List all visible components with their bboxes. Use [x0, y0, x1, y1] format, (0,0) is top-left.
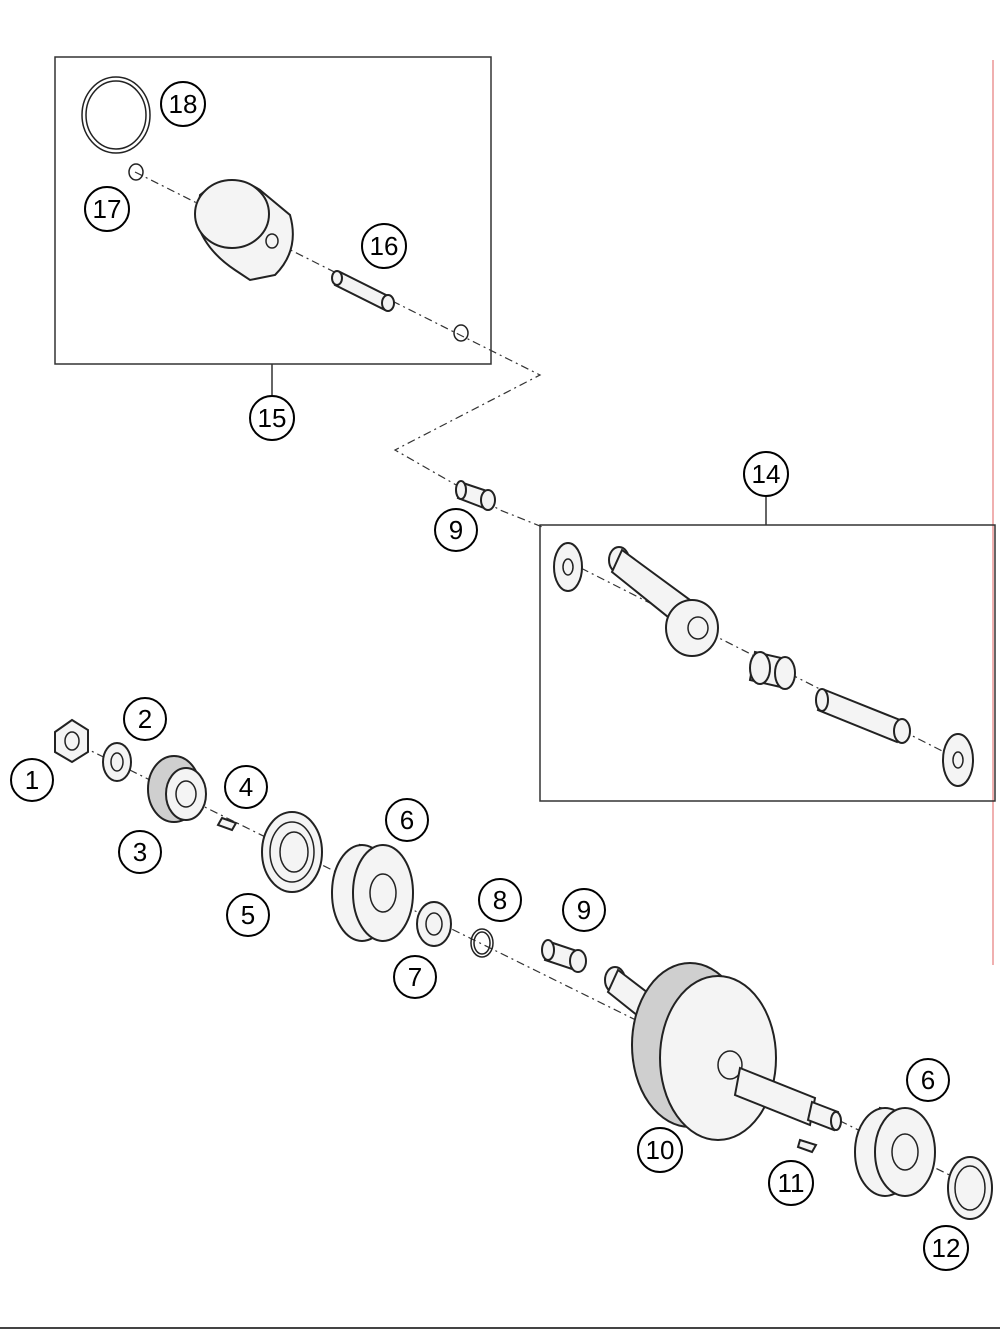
piston-pin-part [331, 270, 395, 312]
circlip-part [128, 163, 144, 181]
callout-16: 16 [361, 223, 407, 269]
callout-10-label: 10 [646, 1135, 675, 1165]
callout-5: 5 [226, 893, 270, 937]
callout-7-label: 7 [408, 962, 422, 992]
callout-17-label: 17 [93, 194, 122, 224]
callout-5-label: 5 [241, 900, 255, 930]
callout-4-label: 4 [239, 772, 253, 802]
ball-bearing-left-part [331, 843, 414, 942]
callout-9-upper-label: 9 [449, 515, 463, 545]
circlip-right-part [453, 324, 469, 342]
callout-14-label: 14 [752, 459, 781, 489]
callout-3-label: 3 [133, 837, 147, 867]
thrust-washer-right-part [942, 733, 974, 787]
piston-part [194, 179, 294, 282]
callout-18: 18 [160, 81, 206, 127]
callout-4: 4 [224, 765, 268, 809]
gear-part [147, 755, 207, 823]
assembly-path-upper [134, 171, 546, 529]
washer-part [102, 742, 132, 782]
piston-ring-part [81, 76, 151, 154]
callout-3: 3 [118, 830, 162, 874]
thrust-washer-left-part [553, 542, 583, 592]
callout-9-lower-label: 9 [577, 895, 591, 925]
shaft-seal-right-part [947, 1156, 993, 1220]
callout-9-lower: 9 [562, 888, 606, 932]
crankshaft-part [604, 962, 842, 1141]
needle-bearing-upper-part [455, 480, 496, 511]
callout-12: 12 [923, 1225, 969, 1271]
nut-part [54, 718, 89, 764]
callout-14: 14 [743, 451, 789, 497]
shaft-seal-part [261, 811, 323, 893]
callout-1: 1 [10, 758, 54, 802]
callout-9-upper: 9 [434, 508, 478, 552]
callout-6-upper-label: 6 [400, 805, 414, 835]
conrod-bearing-part [748, 650, 796, 690]
retaining-ring-part [470, 928, 494, 958]
piston-kit-box [54, 56, 492, 365]
callout-7: 7 [393, 955, 437, 999]
callout-6-upper: 6 [385, 798, 429, 842]
callout-2-label: 2 [138, 704, 152, 734]
woodruff-key-part [216, 816, 238, 832]
callout-11: 11 [768, 1160, 814, 1206]
callout-8: 8 [478, 878, 522, 922]
ball-bearing-right-part [854, 1106, 936, 1197]
callout-16-label: 16 [370, 231, 399, 261]
shim-washer-part [416, 901, 452, 947]
callout-10: 10 [637, 1127, 683, 1173]
callout-6-lower: 6 [906, 1058, 950, 1102]
connecting-rod-part [608, 546, 719, 657]
conrod-kit-box [539, 524, 996, 802]
needle-bearing-lower-part [541, 939, 587, 973]
callout-11-label: 11 [778, 1168, 805, 1198]
callout-1-label: 1 [25, 765, 39, 795]
callout-2: 2 [123, 697, 167, 741]
callout-15: 15 [249, 395, 295, 441]
callout-6-lower-label: 6 [921, 1065, 935, 1095]
callout-18-label: 18 [169, 89, 198, 119]
callout-12-label: 12 [932, 1233, 961, 1263]
crank-pin-part [815, 688, 911, 744]
callout-15-label: 15 [258, 403, 287, 433]
crank-key-part [796, 1138, 818, 1154]
callout-8-label: 8 [493, 885, 507, 915]
callout-17: 17 [84, 186, 130, 232]
